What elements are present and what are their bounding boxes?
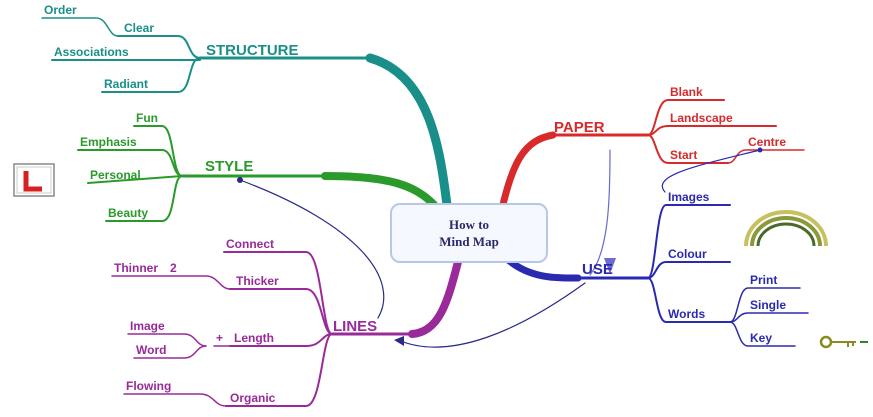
node-radiant: Radiant [104,77,148,91]
node-thinner-number: 2 [170,261,177,275]
branch-lines [111,251,462,407]
node-flowing: Flowing [126,379,171,393]
branch-label-paper: PAPER [554,119,605,136]
node-plus: + [216,331,223,345]
node-thicker: Thicker [236,274,279,288]
branch-label-use: USE [582,261,613,278]
node-personal: Personal [90,168,141,182]
node-centre: Centre [748,135,786,149]
node-order: Order [44,3,77,17]
node-clear: Clear [124,21,154,35]
node-fun: Fun [136,111,158,125]
branch-structure [41,17,452,210]
key-icon [819,335,868,349]
rainbow-icon [744,210,828,247]
node-emphasis: Emphasis [80,135,137,149]
node-length: Length [234,331,274,345]
node-associations: Associations [54,45,129,59]
l-plate-icon [13,163,55,197]
node-words: Words [668,307,705,321]
branch-label-structure: STRUCTURE [206,42,299,59]
node-connect: Connect [226,237,274,251]
node-print: Print [750,273,777,287]
branch-label-lines: LINES [333,318,377,335]
cross-links [237,147,763,348]
node-beauty: Beauty [108,206,148,220]
node-key: Key [750,331,772,345]
node-thinner: Thinner [114,261,158,275]
branch-use [502,204,809,347]
node-word: Word [136,343,166,357]
node-image: Image [130,319,165,333]
node-colour: Colour [668,247,707,261]
branch-paper [496,99,805,222]
node-single: Single [750,298,786,312]
node-start: Start [670,148,697,162]
central-topic-label: How to Mind Map [439,217,499,249]
node-images: Images [668,190,710,204]
central-topic: How to Mind Map [390,203,548,263]
node-blank: Blank [670,85,703,99]
node-organic: Organic [230,391,276,405]
branch-label-style: STYLE [205,158,253,175]
node-landscape: Landscape [670,111,733,125]
